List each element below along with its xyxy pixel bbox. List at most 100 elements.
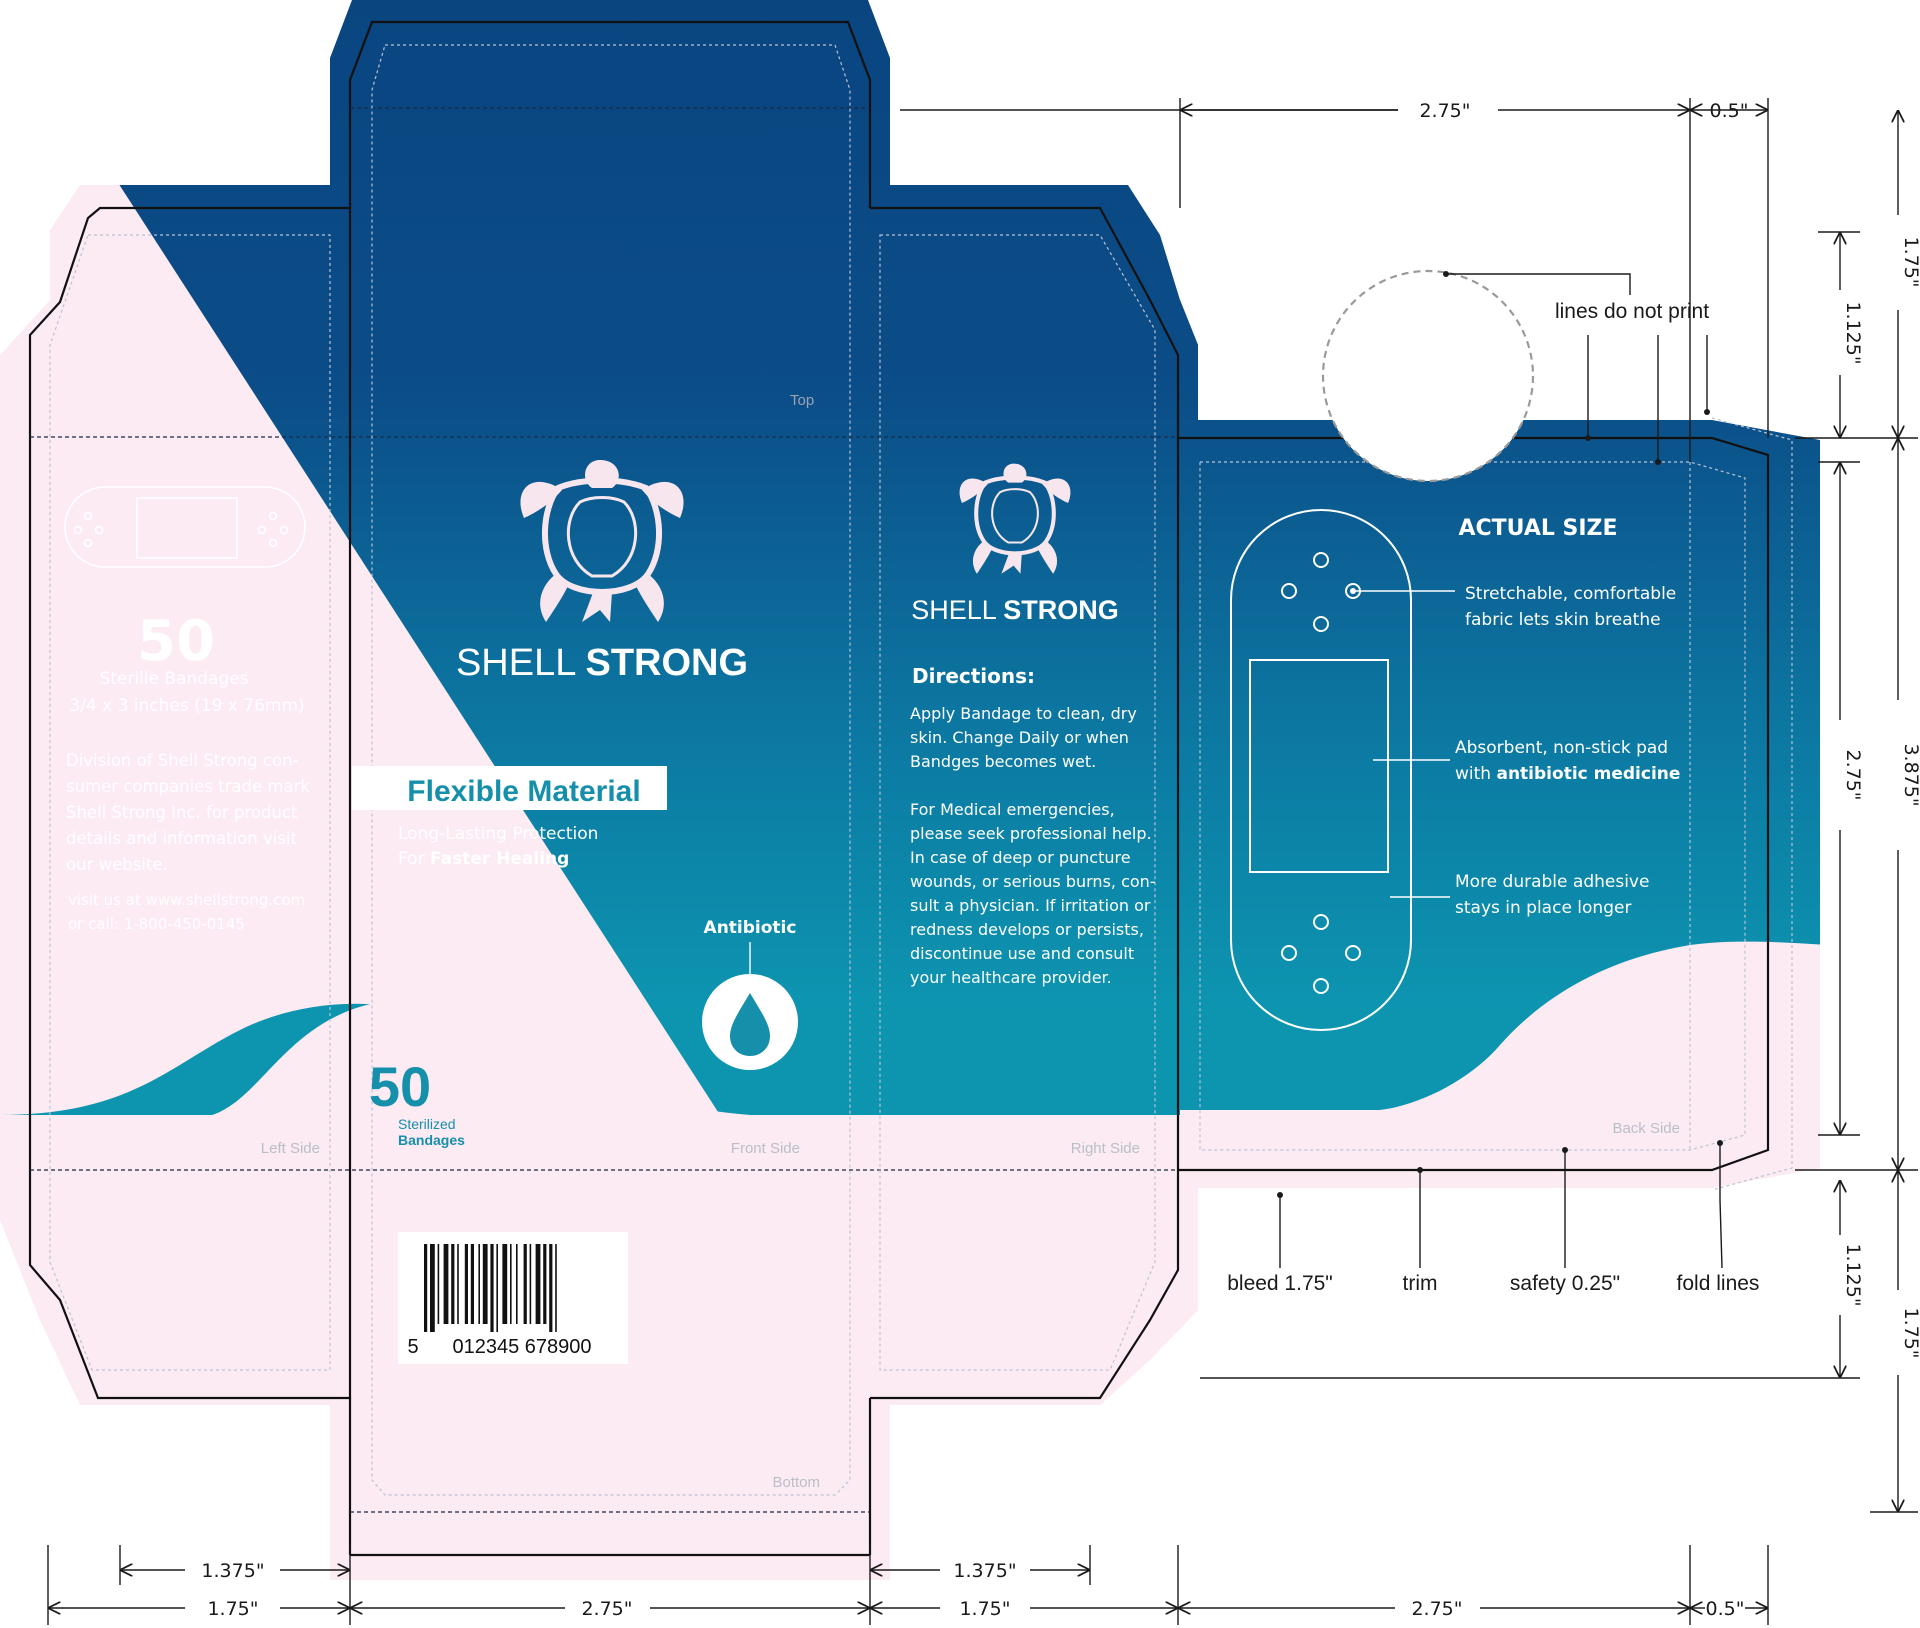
barcode-bar (424, 1244, 428, 1332)
directions-p2-5: sult a physician. If irritation or (910, 896, 1151, 915)
back-panel: ACTUAL SIZE Stretchable, comfortable fab… (1230, 509, 1680, 1031)
dimension-lines (47, 98, 1918, 1625)
dim-top-05: 0.5" (1710, 100, 1749, 122)
directions-p2-8: your healthcare provider. (910, 968, 1112, 987)
barcode-bar (502, 1244, 508, 1324)
fold-lines (30, 107, 1178, 1513)
left-call: or call: 1-800-450-0145 (68, 915, 245, 933)
barcode-bar (457, 1244, 459, 1324)
front-antibiotic: Antibiotic (704, 918, 797, 938)
dim-bottom-05: 0.5" (1706, 1598, 1745, 1620)
barcode-bar (535, 1244, 541, 1324)
directions-heading: Directions: (912, 664, 1035, 688)
dim-right-175-bottom: 1.75" (1900, 1307, 1920, 1358)
callout-2-line2: with antibiotic medicine (1455, 764, 1680, 784)
drop-icon (730, 993, 770, 1056)
panel-label-back: Back Side (1612, 1120, 1680, 1137)
trim-lines (28, 20, 1770, 1557)
directions-p2-3: In case of deep or puncture (910, 848, 1131, 867)
dim-right-1125-bottom: 1.125" (1842, 1243, 1864, 1306)
barcode-bar (549, 1244, 553, 1332)
barcode-digits: 012345 678900 (452, 1336, 591, 1358)
legend (1279, 273, 1723, 1269)
dim-right-1125-top: 1.125" (1842, 301, 1864, 364)
left-line2: 3/4 x 3 inches (19 x 76mm) (69, 696, 304, 716)
barcode-bar (464, 1244, 468, 1324)
right-side-panel: SHELL STRONG Directions: Apply Bandage t… (910, 463, 1156, 987)
dim-bottom-175-right: 1.75" (959, 1598, 1010, 1620)
left-division-4: details and information visit (66, 829, 298, 848)
left-line1: Sterille Bandages (99, 669, 248, 689)
dim-bottom-175-left: 1.75" (207, 1598, 258, 1620)
callout-leaders (1354, 590, 1455, 898)
front-brand: SHELL STRONG (456, 642, 748, 684)
directions-p2-2: please seek professional help. (910, 824, 1152, 843)
directions-p1-2: skin. Change Daily or when (910, 728, 1129, 747)
turtle-logo-icon (520, 460, 684, 622)
panel-label-bottom: Bottom (772, 1474, 820, 1491)
barcode-bar (496, 1244, 498, 1332)
panel-label-left: Left Side (261, 1140, 320, 1157)
left-division-5: our website. (66, 855, 168, 874)
barcode-bar (523, 1244, 527, 1324)
barcode-bar (516, 1244, 518, 1324)
barcode-bar (430, 1244, 435, 1332)
front-banner: Flexible Material (407, 775, 640, 808)
directions-p2-6: redness develops or persists, (910, 920, 1144, 939)
barcode-bar (478, 1244, 480, 1324)
barcode-bar (543, 1244, 547, 1324)
callout-2-line1: Absorbent, non-stick pad (1455, 738, 1668, 758)
dim-bottom-275-back: 2.75" (1411, 1598, 1462, 1620)
front-banner-bg (352, 766, 667, 810)
legend-trim: trim (1403, 1272, 1438, 1295)
turtle-logo-small-icon (959, 463, 1071, 574)
left-count: 50 (137, 609, 215, 674)
barcode-bar (443, 1244, 449, 1324)
directions-p2-4: wounds, or serious burns, con- (910, 872, 1156, 891)
dim-right-175-top: 1.75" (1900, 236, 1920, 287)
front-panel: SHELL STRONG Flexible Material Long-Last… (352, 460, 798, 1364)
barcode-bar (470, 1244, 474, 1324)
front-tagline-2: For Faster Healing (398, 849, 569, 869)
dim-bottom-275-front: 2.75" (581, 1598, 632, 1620)
callout-1-line1: Stretchable, comfortable (1465, 584, 1676, 604)
directions-p2-7: discontinue use and consult (910, 944, 1134, 963)
barcode-bar (490, 1244, 494, 1332)
front-tagline-1: Long-Lasting Protection (398, 824, 598, 844)
front-count-sub1: Sterilized (398, 1116, 456, 1132)
left-visit: visit us at www.shellstrong.com (68, 891, 305, 909)
panel-label-right: Right Side (1071, 1140, 1140, 1157)
barcode-bar (510, 1244, 512, 1324)
directions-p1-3: Bandges becomes wet. (910, 752, 1096, 771)
barcode-bar (451, 1244, 455, 1324)
barcode-first-digit: 5 (407, 1336, 418, 1358)
dim-bottom-1375-left: 1.375" (201, 1560, 264, 1582)
callout-1-line2: fabric lets skin breathe (1465, 610, 1661, 630)
thumb-notch (1321, 269, 1535, 483)
directions-p2-1: For Medical emergencies, (910, 800, 1115, 819)
legend-safety: safety 0.25" (1510, 1272, 1620, 1295)
barcode-bar (437, 1244, 440, 1324)
panel-label-front: Front Side (731, 1140, 800, 1157)
directions-p1-1: Apply Bandage to clean, dry (910, 704, 1137, 723)
barcode-bar (529, 1244, 532, 1324)
callout-3-line1: More durable adhesive (1455, 872, 1649, 892)
actual-size-bandage-icon (1230, 509, 1412, 1031)
dim-right-275: 2.75" (1842, 749, 1864, 800)
left-division-1: Division of Shell Strong con- (66, 751, 299, 770)
front-count-sub2: Bandages (398, 1132, 465, 1148)
legend-fold: fold lines (1677, 1272, 1760, 1295)
barcode-bar (482, 1244, 488, 1324)
dim-top-275: 2.75" (1419, 100, 1470, 122)
front-count: 50 (369, 1055, 431, 1118)
barcode-bar (555, 1244, 557, 1332)
left-side-panel: 50 Sterille Bandages 3/4 x 3 inches (19 … (64, 486, 310, 933)
dim-right-3875: 3.875" (1900, 743, 1920, 806)
legend-no-print: lines do not print (1555, 300, 1709, 323)
legend-bleed: bleed 1.75" (1227, 1272, 1333, 1295)
right-brand: SHELL STRONG (911, 595, 1119, 625)
barcode-box (398, 1232, 628, 1364)
barcode-bars (424, 1244, 557, 1332)
left-division-2: sumer companies trade mark (66, 777, 310, 796)
